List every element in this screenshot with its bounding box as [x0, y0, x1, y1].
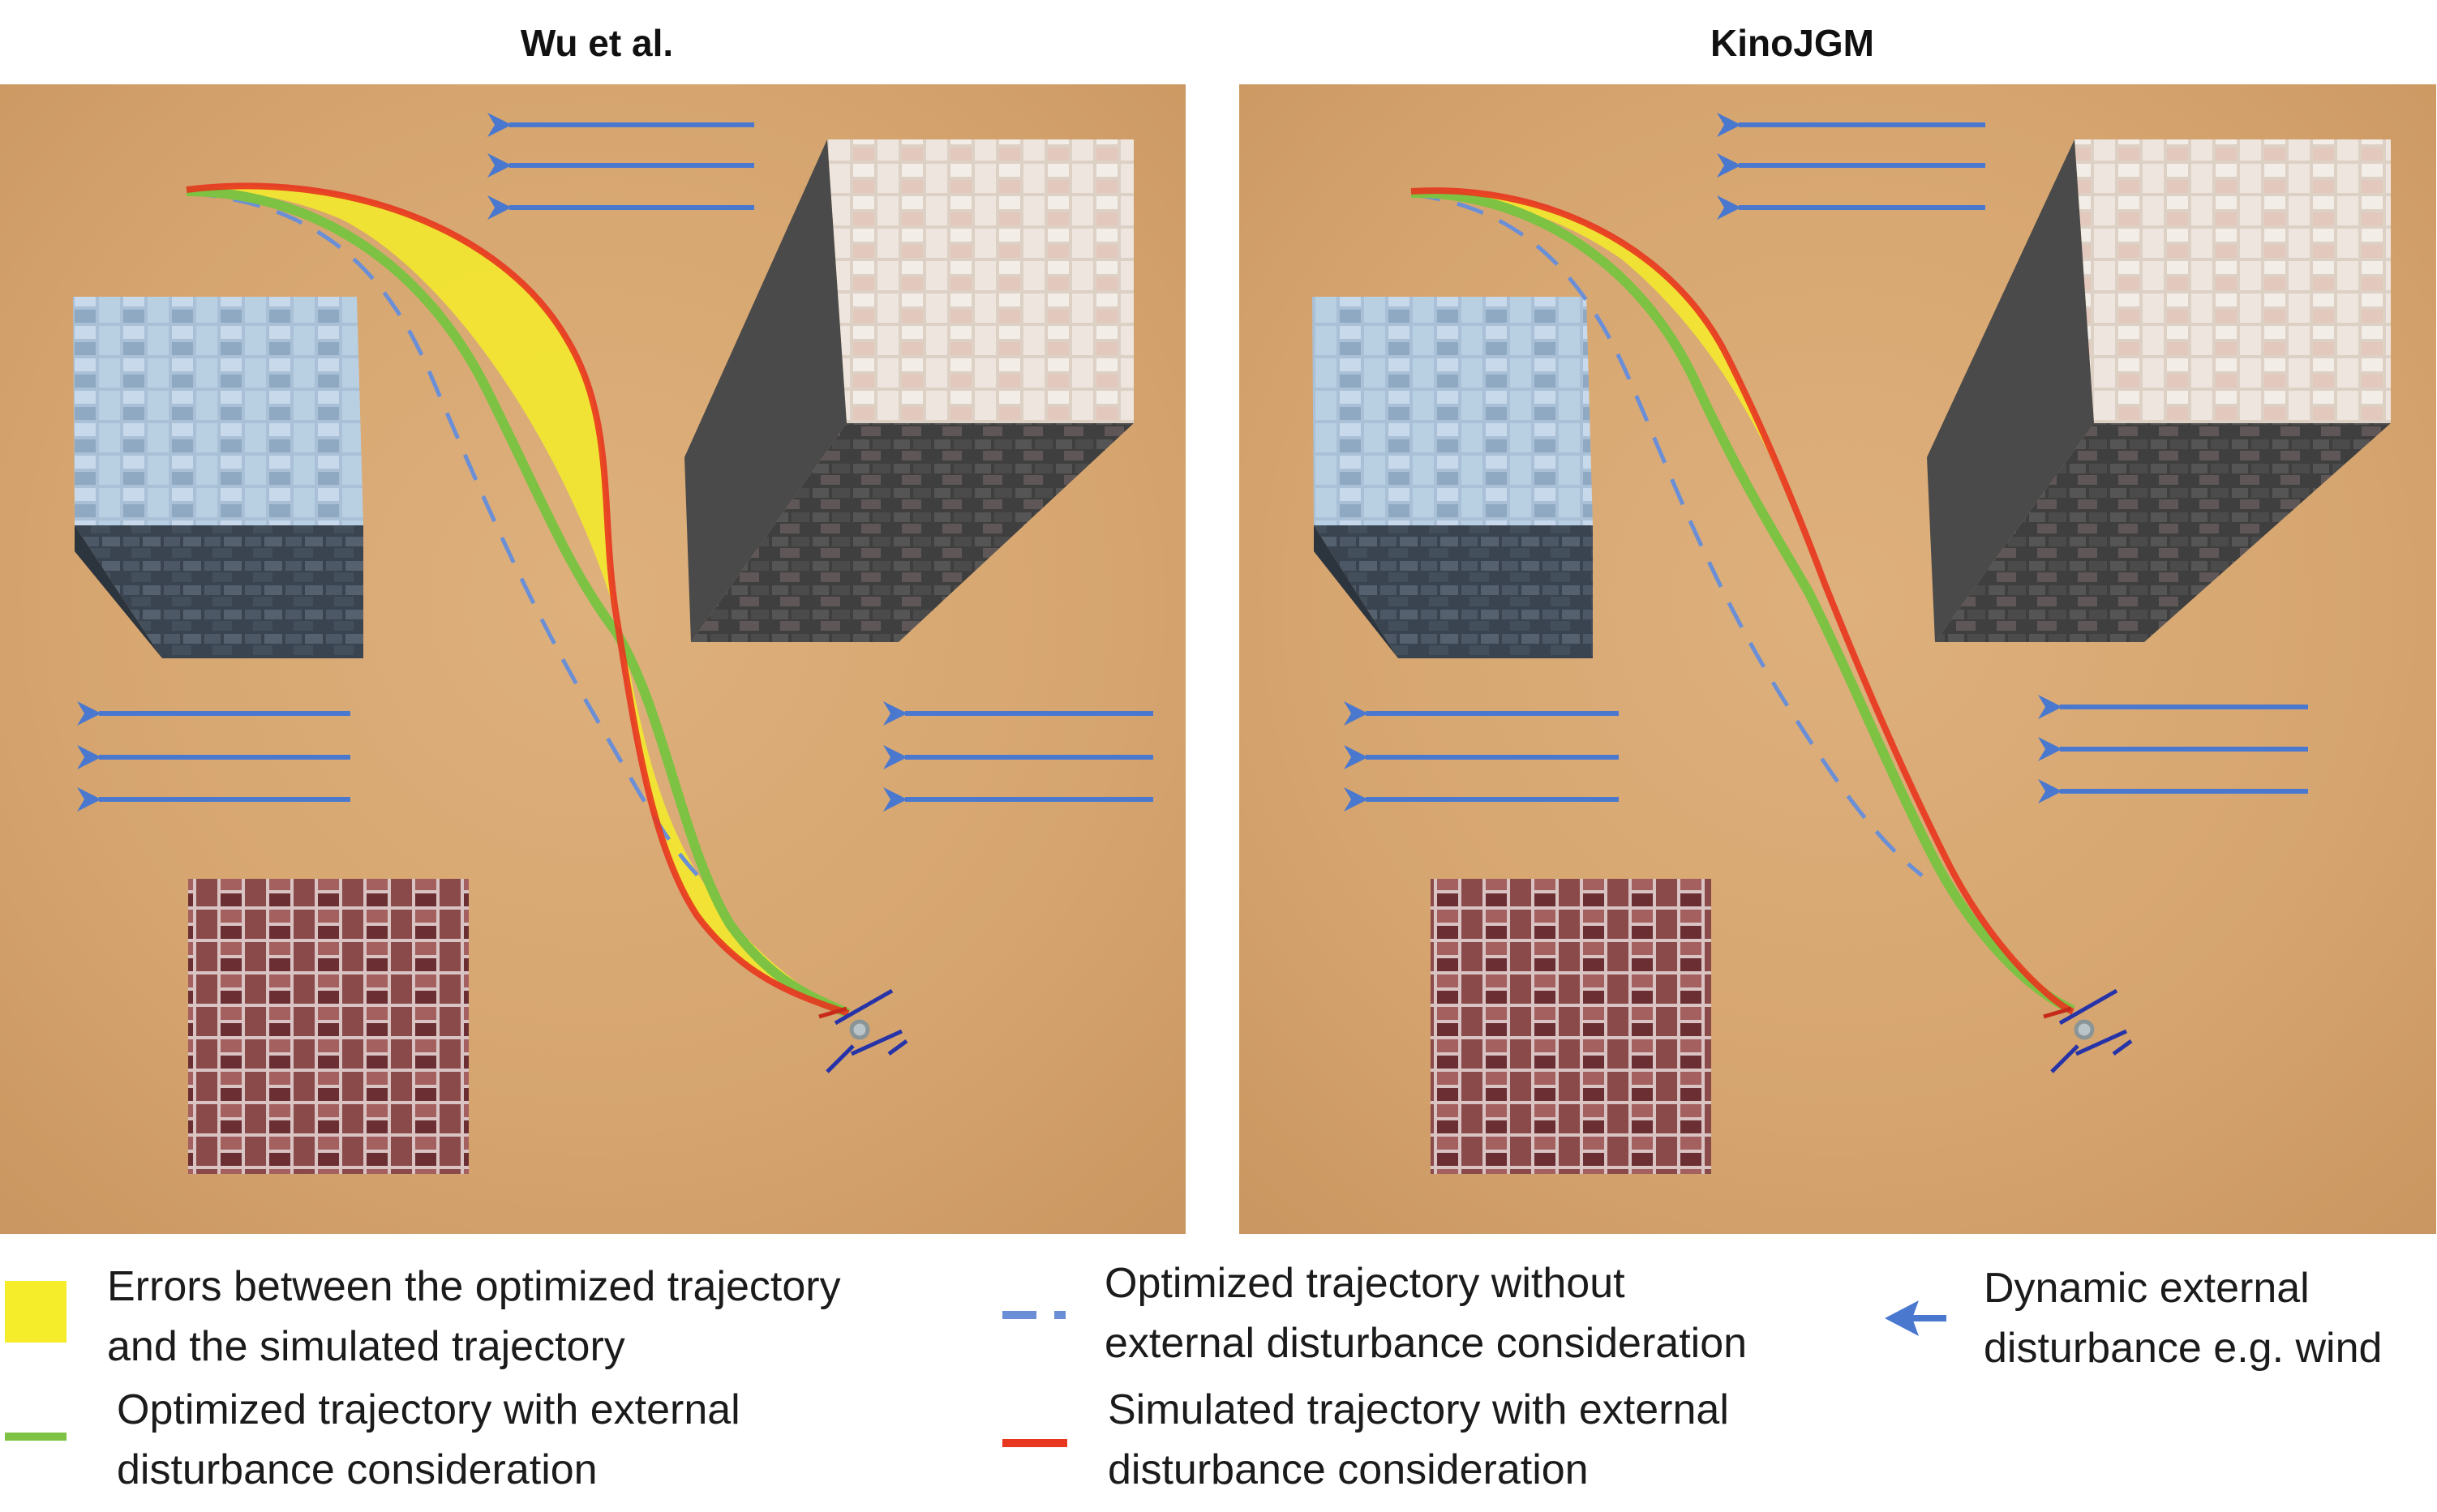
legend-wind-line1: Dynamic external — [1984, 1265, 2310, 1312]
left-red-brick-pad — [188, 879, 469, 1174]
right-panel — [1239, 84, 2436, 1234]
right-optimized-undisturbed-path — [1412, 192, 1924, 877]
right-optimized-disturbed-path — [1410, 187, 2075, 1015]
legend-red-line2: disturbance consideration — [1108, 1446, 1589, 1493]
legend-green-line1: Optimized trajectory with external — [117, 1386, 740, 1433]
legend-yellow-line1: Errors between the optimized trajectory — [107, 1263, 841, 1310]
right-wind-arrows — [1344, 113, 2308, 812]
left-panel-title: Wu et al. — [520, 22, 674, 64]
legend-yellow-line2: and the simulated trajectory — [107, 1323, 625, 1370]
right-drone-icon — [2043, 988, 2133, 1073]
right-simulated-path — [1410, 187, 2074, 1015]
right-light-building — [1927, 139, 2391, 642]
left-optimized-disturbed-path — [186, 186, 851, 1018]
legend-yellow-swatch — [5, 1281, 67, 1343]
legend-red-label: Simulated trajectory with external distu… — [1108, 1380, 1729, 1500]
left-error-area — [187, 186, 843, 1013]
left-wind-arrows — [77, 113, 1153, 812]
legend-blue-label: Optimized trajectory without external di… — [1105, 1253, 1747, 1373]
legend-green-line2: disturbance consideration — [117, 1446, 598, 1493]
left-blue-building — [73, 297, 363, 658]
left-optimized-undisturbed-path — [187, 191, 707, 885]
legend-yellow-label: Errors between the optimized trajectory … — [107, 1257, 841, 1377]
legend-red-line1: Simulated trajectory with external — [1108, 1386, 1729, 1433]
right-red-brick-pad — [1431, 879, 1711, 1174]
left-simulated-path — [186, 182, 850, 1017]
left-panel — [0, 84, 1186, 1234]
legend-blue-line1: Optimized trajectory without — [1105, 1260, 1625, 1307]
right-panel-title: KinoJGM — [1710, 22, 1874, 64]
legend-wind-label: Dynamic external disturbance e.g. wind — [1984, 1258, 2382, 1378]
right-blue-building — [1312, 297, 1593, 658]
left-light-building — [684, 139, 1134, 642]
legend-wind-arrow-icon — [1885, 1300, 1946, 1336]
left-drone-icon — [818, 988, 908, 1073]
legend-green-label: Optimized trajectory with external distu… — [117, 1380, 740, 1500]
legend-wind-line2: disturbance e.g. wind — [1984, 1325, 2383, 1372]
legend-blue-line2: external disturbance consideration — [1105, 1320, 1748, 1367]
